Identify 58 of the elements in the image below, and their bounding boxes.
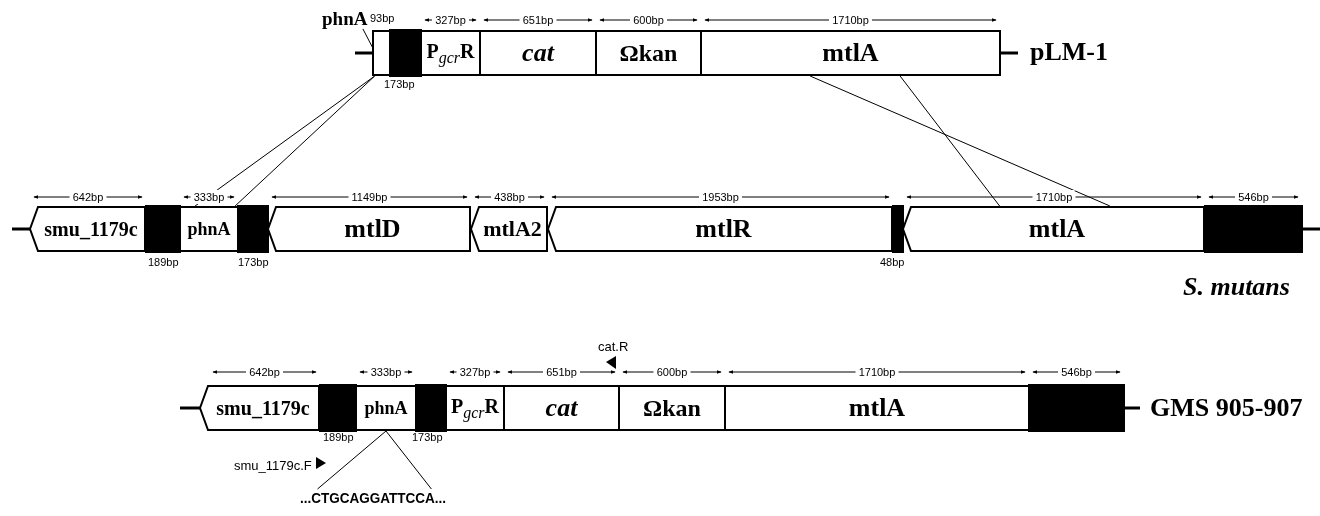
length-label: 1710bp [1033,190,1075,204]
length-label: 600bp [631,13,666,27]
primer-label: cat.R [598,339,629,354]
length-label: 173bp [238,256,269,268]
construct-label: S. mutans [1183,272,1290,302]
gene-segment: P$_{gcr}$R [446,385,504,431]
gene-segment: Ωkan [619,385,725,431]
gene-segment: phnA [180,206,238,252]
construct-label: GMS 905-907 [1150,393,1303,423]
filled-block [146,206,180,252]
length-label: 327bp [457,365,493,379]
length-label: 1710bp [830,13,871,27]
length-label: 189bp [148,256,179,268]
length-label: 651bp [520,13,556,27]
length-label: 642bp [70,190,106,204]
length-label: 327bp [433,13,468,27]
gene-segment: P$_{gcr}$R [421,30,480,76]
filled-block [893,206,903,252]
gene-segment: smu_1179c [30,206,146,252]
length-label: 1953bp [700,190,741,204]
construct-label: pLM-1 [1030,37,1108,67]
gene-segment: cat [480,30,596,76]
filled-block [1205,206,1302,252]
length-label: 600bp [654,365,690,379]
length-label: 333bp [191,190,227,204]
length-label: 189bp [323,431,354,443]
filled-block [320,385,356,431]
gene-segment: cat [504,385,619,431]
crossover-line [809,75,1111,207]
length-label: 333bp [368,365,404,379]
gene-segment: mtlA2 [471,206,548,252]
length-label: 173bp [384,78,415,90]
gene-segment: phnA [356,385,416,431]
gene-segment: mtlA [725,385,1029,431]
length-label: 546bp [1059,365,1094,379]
length-label: 546bp [1236,190,1271,204]
gene-segment: mtlA [903,206,1205,252]
length-label: 173bp [412,431,443,443]
crossover-line [194,75,376,207]
length-label: 1710bp [856,365,898,379]
gene-name-label: phnA [322,8,368,30]
length-label: 93bp [370,12,395,24]
filled-block [238,206,268,252]
length-label: 1149bp [349,190,390,204]
insertion-site-line [317,430,432,490]
length-label: 438bp [492,190,527,204]
primer-label: smu_1179c.F [234,458,312,473]
gene-segment [373,30,390,76]
gene-segment: smu_1179c [200,385,320,431]
length-label: 651bp [544,365,579,379]
sequence-text: ...CTGCAGGATTCCA... [300,489,446,506]
filled-block [1029,385,1124,431]
filled-block [416,385,446,431]
length-label: 642bp [247,365,282,379]
gene-segment: Ωkan [596,30,701,76]
length-label: 48bp [880,256,905,268]
filled-block [390,30,421,76]
gene-segment: mtlA [701,30,1000,76]
